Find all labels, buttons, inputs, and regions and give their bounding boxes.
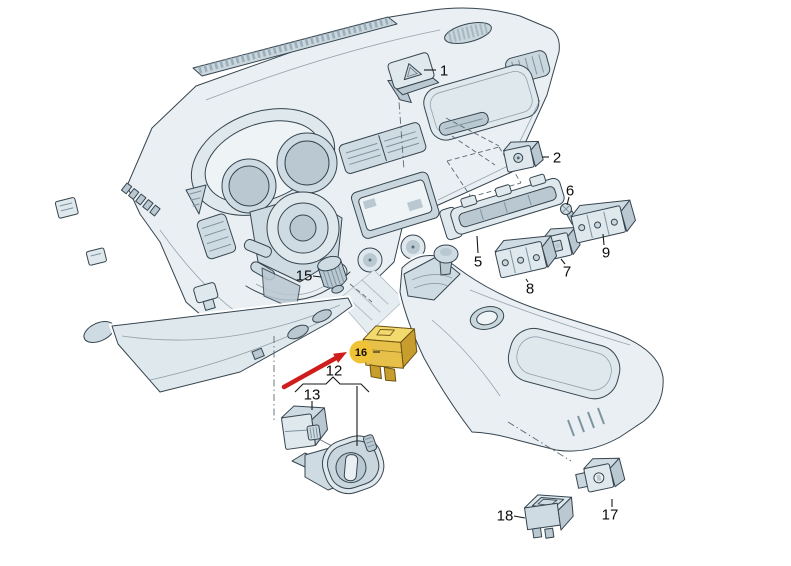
gear-shifter [403,244,461,301]
callout-6: 6 [566,182,574,199]
pointer-arrow [281,352,347,390]
arrow-head [333,352,347,363]
mounting-clip-lower [85,247,107,266]
projection-lines [273,87,572,462]
column-stalk-upper [243,239,272,258]
callout-13: 13 [304,386,321,403]
part-2-switch [502,140,544,173]
speaker-grille [444,22,492,44]
part-15-knob [317,255,348,294]
part-9-switch-bank [570,199,636,244]
instrument-cluster [190,108,338,216]
arrow-shaft [281,355,339,390]
callout-7: 7 [563,263,571,280]
knee-panel-end [193,282,219,311]
group-12-bracket [294,376,370,446]
part-8-switch-bank [494,235,558,279]
a-pillar-tabs [120,182,161,217]
callout-1: 1 [440,62,448,79]
console-rear-slats [567,407,605,437]
callout-15: 15 [296,267,313,284]
highlight-circle [349,340,373,364]
callout-8: 8 [526,280,534,297]
center-vents [338,122,427,174]
armrest [507,327,621,400]
part-17-switch [575,457,626,493]
part-1-hazard-switch [387,52,440,104]
callout-16: 16 [355,347,367,359]
part-18-window-switch [524,494,574,539]
decor-trim-strip [83,295,356,395]
warning-triangle-icon [403,63,423,81]
callout-9: 9 [602,244,610,261]
part-13-switch-module [280,405,328,450]
left-vent [196,213,237,260]
defroster-vent-strip [192,16,398,77]
dashboard-illustration [54,7,560,335]
leader-lines [311,69,613,519]
tweeter-grille [185,184,207,215]
callout-2: 2 [553,149,561,166]
part-16-switch-highlighted [362,325,418,382]
part-5-switch-bezel [439,173,565,241]
callout-5: 5 [474,253,482,270]
callout-12: 12 [326,362,343,379]
mounting-clip-upper [54,197,79,219]
headlight-switch [291,434,385,495]
center-console-illustration [397,244,666,454]
radio-opening [350,171,440,239]
callout-18: 18 [497,507,514,524]
callout-labels: 1 2 5 6 7 8 9 12 13 15 17 18 [296,62,619,524]
highlight-callout-16: 16 [349,340,373,364]
cup-holder [469,306,505,330]
passenger-vent-slot [438,111,489,136]
callout-17: 17 [602,506,619,523]
